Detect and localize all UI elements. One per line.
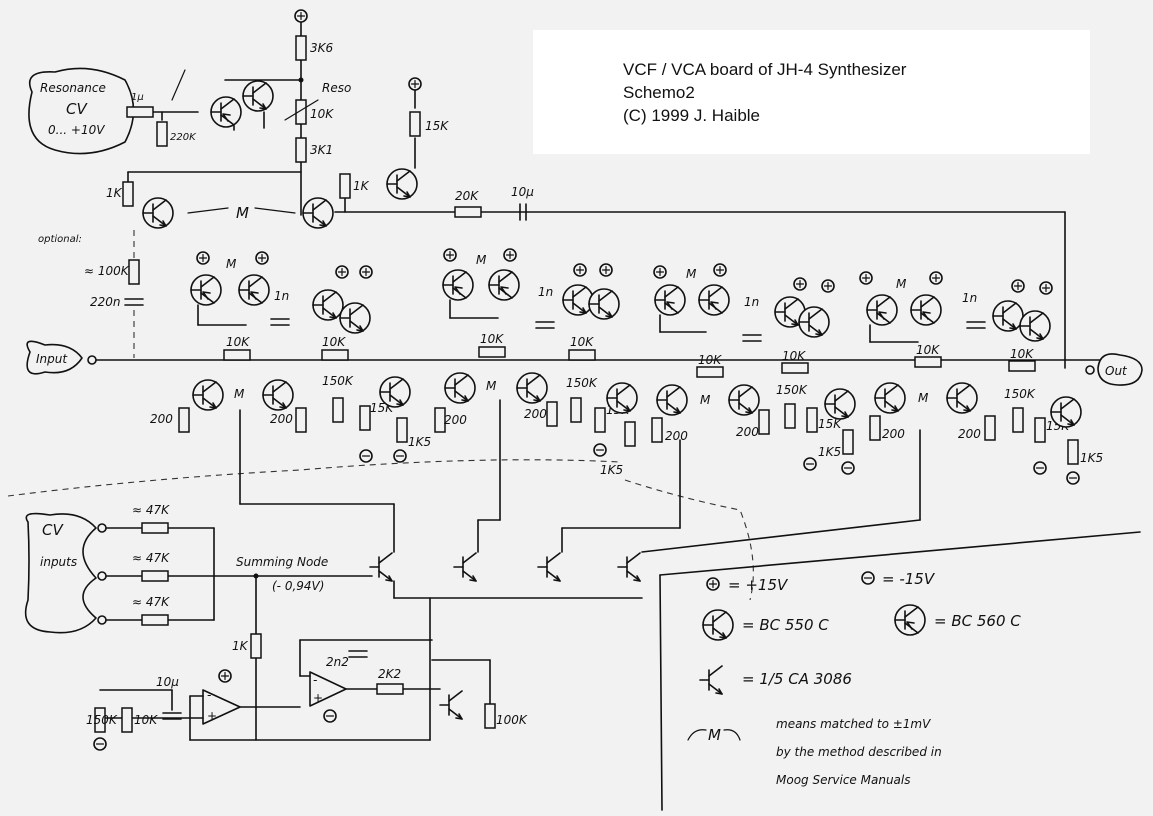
title-line-3: (C) 1999 J. Haible	[623, 106, 761, 125]
ladder-stage-4: M 1n 10K 10K M 200 200 150K 15K	[859, 271, 1103, 485]
svg-text:1n: 1n	[538, 285, 553, 299]
reso-cv-line2: CV	[66, 100, 88, 118]
legend-match-line2: by the method described in	[776, 745, 942, 759]
ladder-stage-1: M 1n 10K 10K M 200 200 150K 15K	[150, 251, 431, 463]
label-10u-top: 10µ	[511, 185, 534, 199]
svg-text:10K: 10K	[322, 335, 346, 349]
svg-text:10K: 10K	[226, 335, 250, 349]
svg-text:10K: 10K	[570, 335, 594, 349]
svg-text:200: 200	[665, 429, 688, 443]
label-reso-10k: 10K	[310, 107, 334, 121]
svg-text:10K: 10K	[916, 343, 940, 357]
label-100k: 100K	[496, 713, 528, 727]
svg-text:10K: 10K	[698, 353, 722, 367]
op2-plus: +	[313, 691, 323, 705]
svg-text:15K: 15K	[818, 417, 842, 431]
op1-plus: +	[207, 709, 217, 723]
svg-text:M: M	[476, 253, 487, 267]
svg-text:10K: 10K	[480, 332, 504, 346]
input-label: Input	[36, 352, 68, 366]
legend-match-symbol: M	[708, 726, 721, 744]
svg-text:200: 200	[958, 427, 981, 441]
label-reso: Reso	[322, 81, 351, 95]
match-top: M	[236, 204, 249, 222]
svg-text:M: M	[896, 277, 907, 291]
label-150k-bias: 150K	[86, 713, 118, 727]
svg-text:M: M	[700, 393, 711, 407]
legend-ota: = 1/5 CA 3086	[742, 670, 852, 688]
label-10k-bias: 10K	[134, 713, 158, 727]
summing-voltage: (- 0,94V)	[272, 579, 324, 593]
label-47k-3: ≈ 47K	[132, 595, 170, 609]
svg-text:M: M	[226, 257, 237, 271]
label-47k-1: ≈ 47K	[132, 503, 170, 517]
title-box: VCF / VCA board of JH-4 Synthesizer Sche…	[533, 30, 1090, 154]
label-3k6: 3K6	[310, 41, 334, 55]
label-optional: optional:	[38, 234, 82, 245]
legend-match-line3: Moog Service Manuals	[776, 773, 911, 787]
label-1k-sum: 1K	[232, 639, 249, 653]
svg-text:150K: 150K	[322, 374, 354, 388]
svg-text:M: M	[918, 391, 929, 405]
legend: = +15V = -15V = BC 550 C = BC 560 C = 1/…	[659, 531, 1141, 811]
label-1k-left: 1K	[106, 186, 123, 200]
svg-text:1K5: 1K5	[818, 445, 841, 459]
svg-text:200: 200	[270, 412, 293, 426]
svg-text:1n: 1n	[962, 291, 977, 305]
svg-text:1K5: 1K5	[1080, 451, 1103, 465]
svg-text:200: 200	[882, 427, 905, 441]
svg-text:M: M	[486, 379, 497, 393]
summing-node-label: Summing Node	[236, 555, 328, 569]
reso-cv-line1: Resonance	[40, 81, 106, 95]
legend-pnp: = BC 560 C	[934, 612, 1021, 630]
legend-npn: = BC 550 C	[742, 616, 829, 634]
legend-match-line1: means matched to ±1mV	[776, 717, 931, 731]
svg-text:1K5: 1K5	[408, 435, 431, 449]
label-1k-top: 1K	[353, 179, 370, 193]
svg-text:200: 200	[150, 412, 173, 426]
title-line-2: Schemo2	[623, 83, 695, 102]
svg-text:1n: 1n	[274, 289, 289, 303]
legend-plus: = +15V	[728, 576, 789, 594]
label-47k-2: ≈ 47K	[132, 551, 170, 565]
svg-text:1K5: 1K5	[600, 463, 623, 477]
svg-text:150K: 150K	[1004, 387, 1036, 401]
svg-text:1n: 1n	[744, 295, 759, 309]
title-line-1: VCF / VCA board of JH-4 Synthesizer	[623, 60, 907, 79]
op2-minus: -	[313, 673, 317, 687]
cv-inputs-line1: CV	[42, 521, 64, 539]
svg-text:M: M	[234, 387, 245, 401]
label-2n2: 2n2	[326, 655, 349, 669]
svg-text:10K: 10K	[1010, 347, 1034, 361]
svg-text:150K: 150K	[566, 376, 598, 390]
ladder-stage-2: M 1n 10K 10K M 200 200 150K 15K	[434, 248, 638, 477]
label-2k2: 2K2	[378, 667, 401, 681]
out-label: Out	[1105, 364, 1128, 378]
cv-inputs-line2: inputs	[40, 555, 77, 569]
legend-minus: = -15V	[882, 570, 936, 588]
label-1u: 1µ	[131, 92, 144, 103]
label-220n: 220n	[90, 295, 121, 309]
op1-minus: -	[207, 688, 211, 702]
ladder-stage-3: M 1n 10K 10K M 200 200 150K 15K	[651, 263, 856, 475]
svg-text:200: 200	[444, 413, 467, 427]
label-100k-opt: ≈ 100K	[84, 264, 130, 278]
svg-text:200: 200	[524, 407, 547, 421]
svg-text:200: 200	[736, 425, 759, 439]
svg-text:150K: 150K	[776, 383, 808, 397]
label-10u-bias: 10µ	[156, 675, 179, 689]
label-220k: 220K	[170, 132, 197, 143]
label-20k: 20K	[455, 189, 479, 203]
label-15k-top: 15K	[425, 119, 449, 133]
label-3k1: 3K1	[310, 143, 333, 157]
reso-cv-line3: 0... +10V	[48, 123, 105, 137]
svg-text:M: M	[686, 267, 697, 281]
svg-text:10K: 10K	[782, 349, 806, 363]
